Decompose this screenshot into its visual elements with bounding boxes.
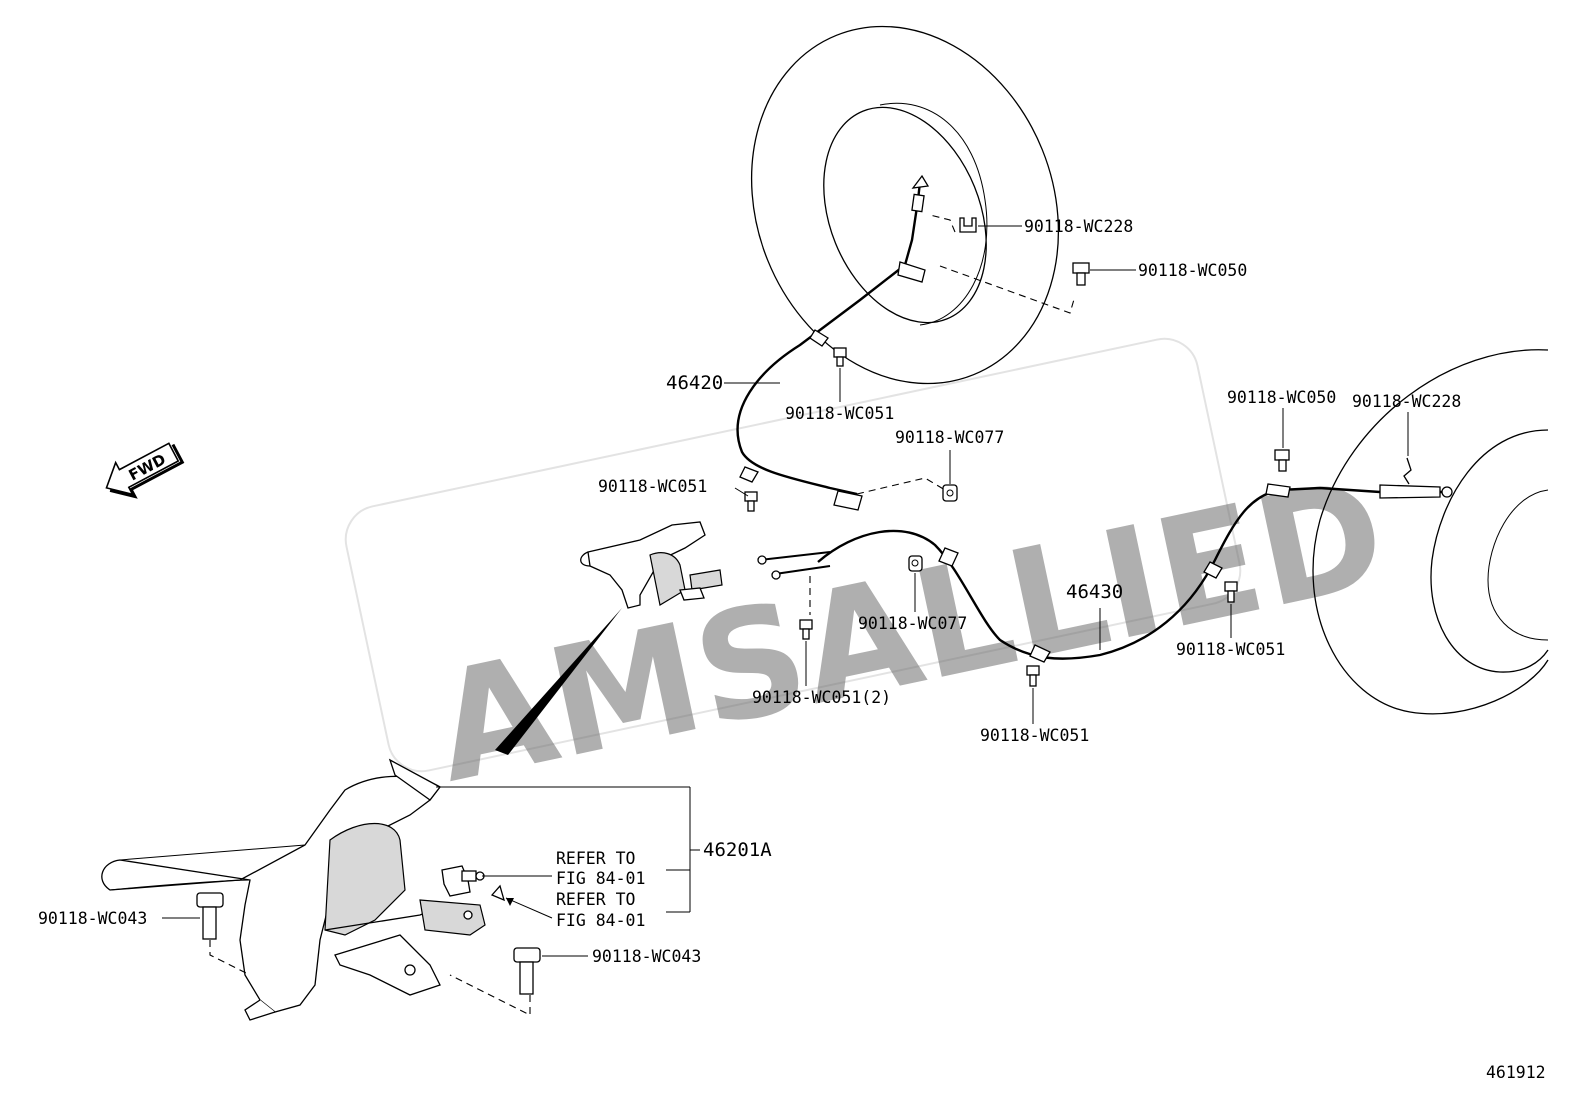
assembly-dashed-lines (209, 214, 1076, 1016)
label-ref-2-line1: REFER TO (556, 890, 635, 909)
bolt-icon (196, 892, 224, 940)
label-ref-1-line1: REFER TO (556, 849, 635, 868)
right-rear-wheel-icon (1312, 349, 1549, 715)
bolt-icon (744, 491, 758, 512)
label-clamp-right-upper: 90118-WC051 (1176, 640, 1285, 659)
label-lever-assembly: 46201A (703, 839, 772, 861)
label-clamp-left-upper: 90118-WC051 (785, 404, 894, 423)
pointer-arrow-icon (495, 608, 622, 755)
label-ref-1-line2: FIG 84-01 (556, 869, 645, 888)
clip-icon (959, 217, 977, 233)
bolt-icon (833, 347, 847, 367)
label-ref-2-line2: FIG 84-01 (556, 911, 645, 930)
label-clamp-left-lower: 90118-WC051 (598, 477, 707, 496)
label-bolt-lever-right: 90118-WC043 (592, 947, 701, 966)
nut-icon (908, 555, 923, 572)
bolt-icon (513, 947, 541, 995)
label-cable-right: 46430 (1066, 581, 1123, 603)
figure-number: 461912 (1486, 1063, 1546, 1082)
fasteners-icons (196, 217, 1412, 995)
fwd-arrow-icon: FWD (105, 442, 185, 499)
bolt-icon (799, 619, 813, 640)
bolt-icon (1224, 581, 1238, 603)
nut-icon (942, 484, 958, 502)
lever-assembly-46201A-icon (101, 758, 486, 1021)
label-clamp-center-pair: 90118-WC051(2) (752, 688, 891, 707)
bolt-icon (1026, 665, 1040, 687)
label-clip-upper-left: 90118-WC228 (1024, 217, 1133, 236)
bolt-icon (1274, 449, 1290, 472)
bolt-icon (1072, 262, 1090, 286)
label-nut-center-lower: 90118-WC077 (858, 614, 967, 633)
brake-cable-right-46430 (757, 483, 1453, 663)
label-bolt-upper-left: 90118-WC050 (1138, 261, 1247, 280)
label-cable-left: 46420 (666, 372, 723, 394)
label-bolt-lever-left: 90118-WC043 (38, 909, 147, 928)
label-clamp-right-lower: 90118-WC051 (980, 726, 1089, 745)
label-bolt-upper-right: 90118-WC050 (1227, 388, 1336, 407)
left-rear-wheel-icon (750, 25, 1060, 385)
brake-cable-left-46420 (736, 174, 930, 511)
leader-lines (162, 225, 1409, 957)
labels: 90118-WC228 90118-WC050 46420 90118-WC05… (38, 217, 1546, 1082)
clip-icon (1403, 457, 1412, 485)
switch-components-icon (441, 865, 505, 902)
lever-assembly-small-icon (580, 521, 723, 609)
label-nut-center-upper: 90118-WC077 (895, 428, 1004, 447)
label-clip-upper-right: 90118-WC228 (1352, 392, 1461, 411)
